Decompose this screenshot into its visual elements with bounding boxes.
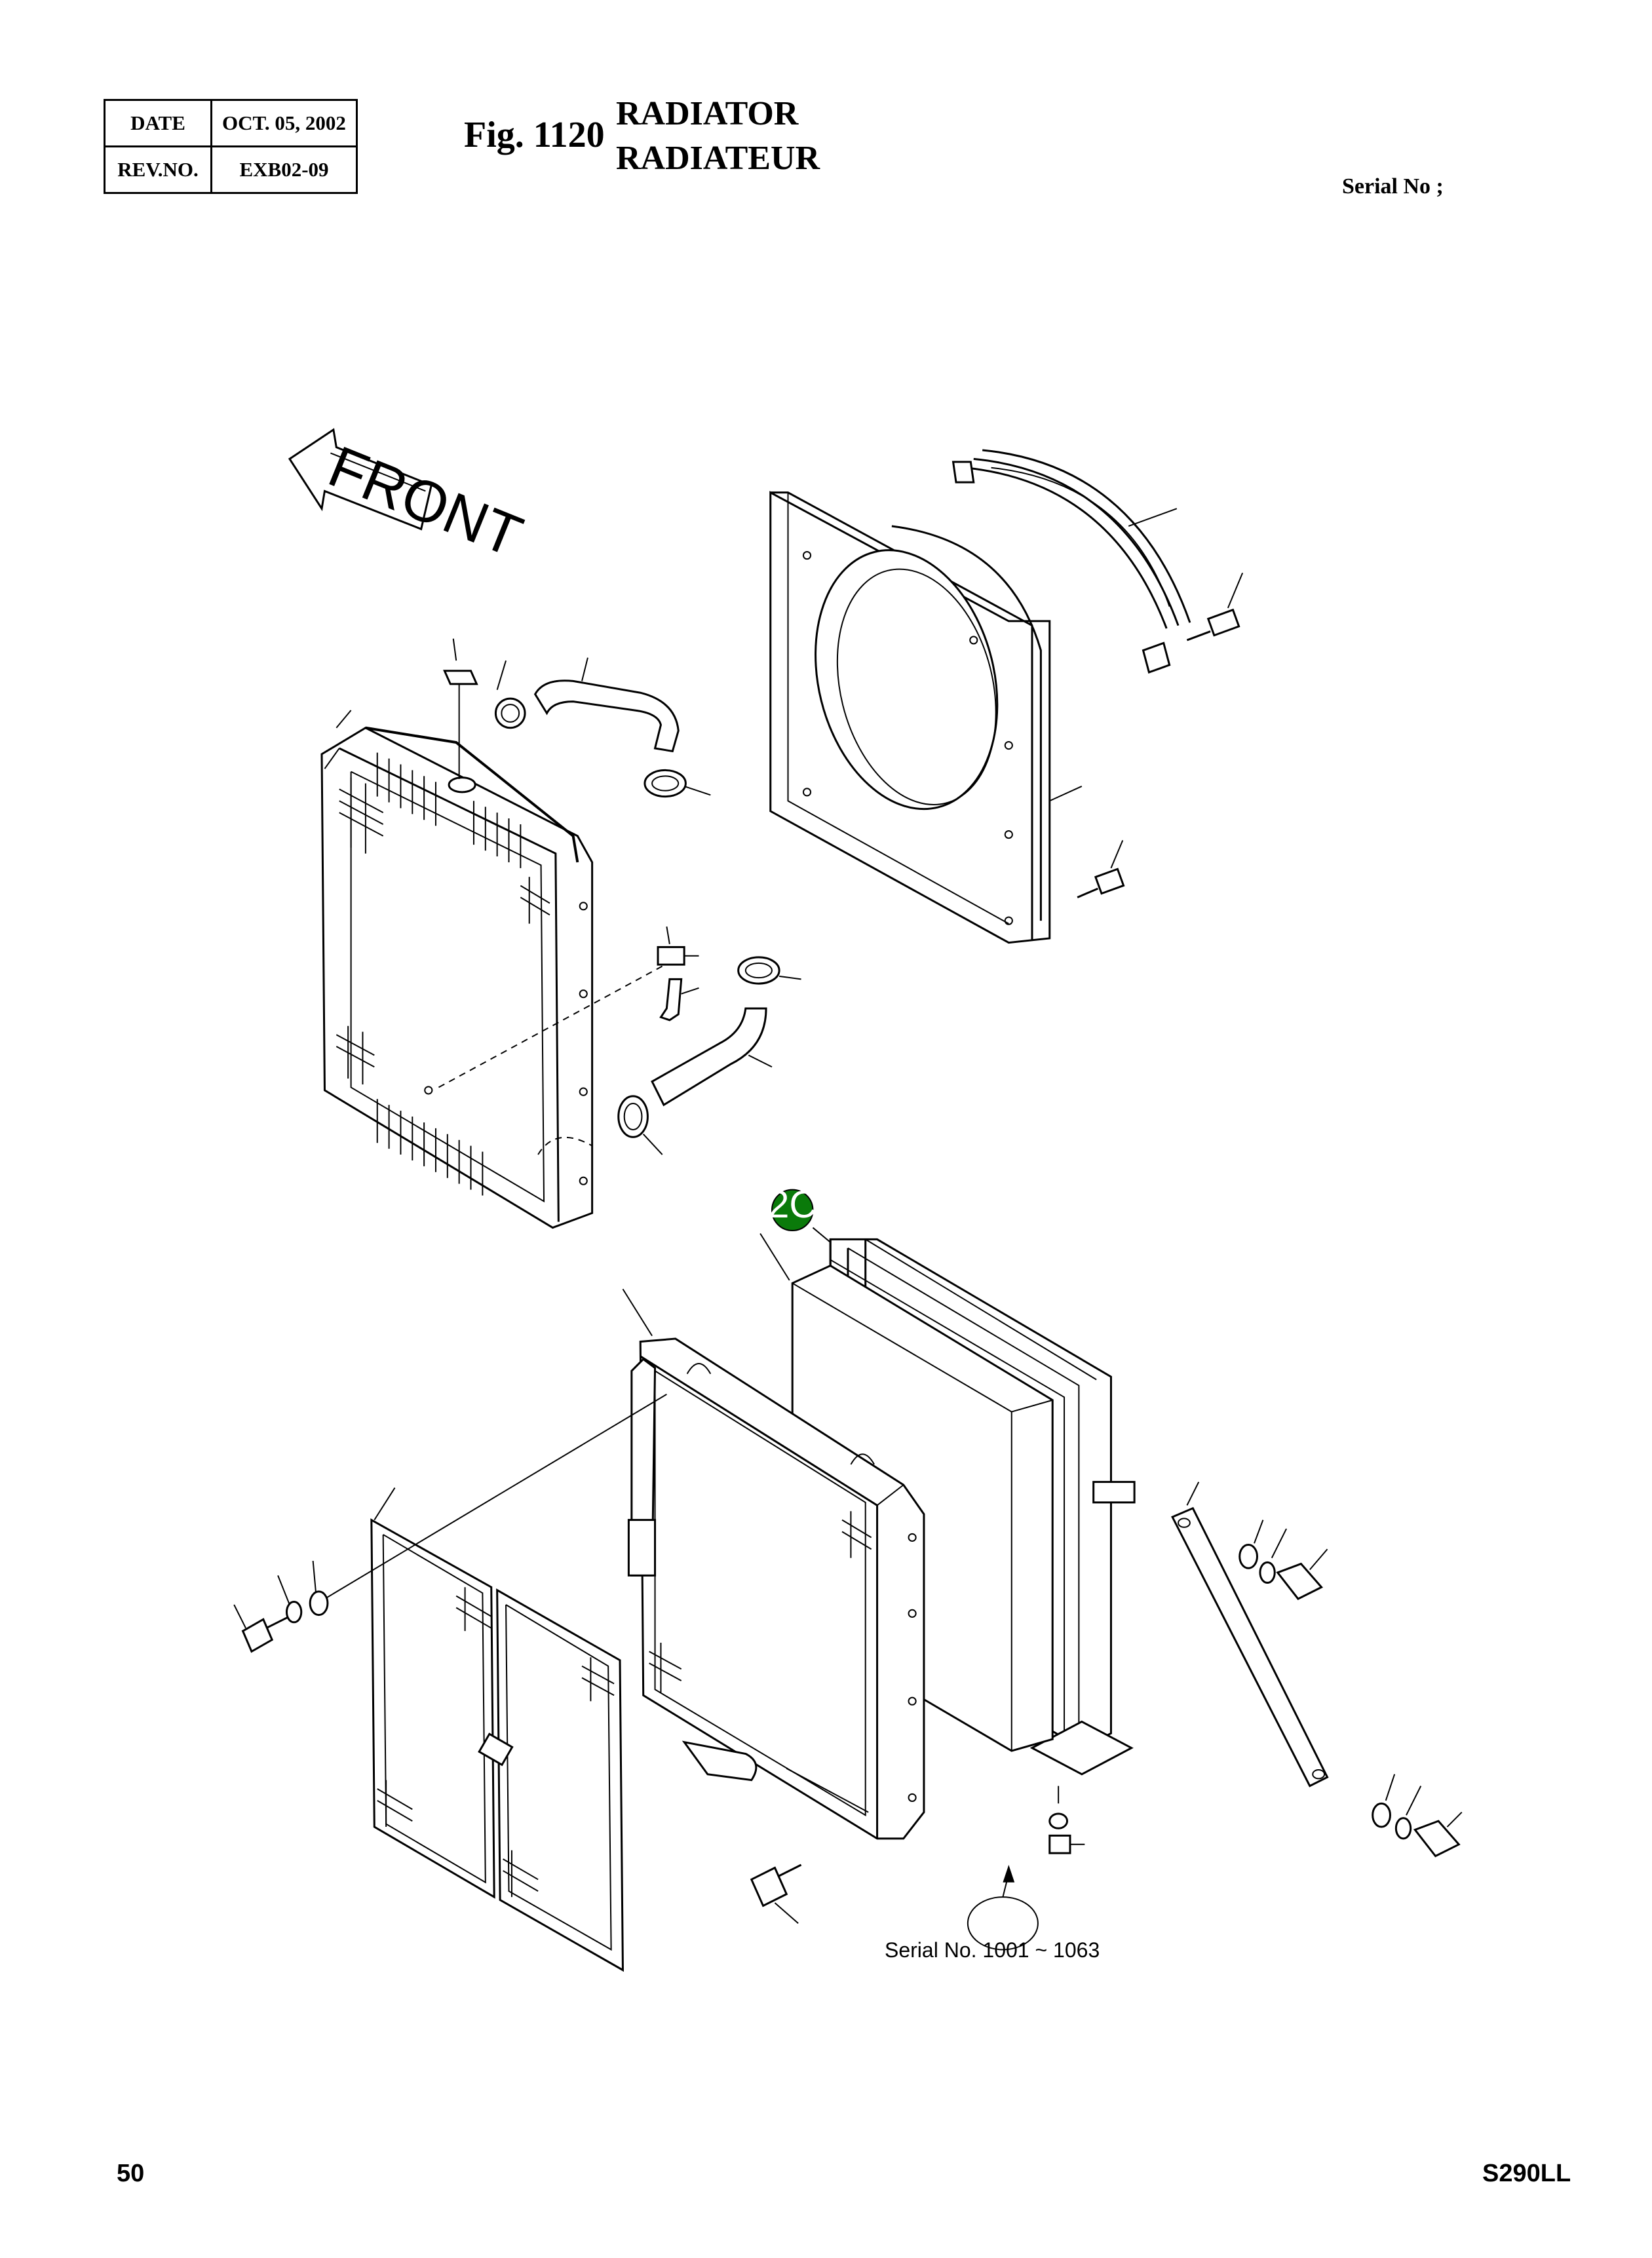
figure-title: RADIATOR RADIATEUR: [616, 92, 820, 181]
intercooler: [623, 1289, 923, 1839]
radiator-cap: [444, 639, 476, 779]
upper-hose-clamp-1: [495, 660, 525, 728]
upper-hose-clamp-2: [645, 770, 710, 796]
bolt-shroud: [1077, 840, 1123, 897]
fan-shroud: [771, 493, 1082, 943]
bolt-bottom-center: [1050, 1786, 1085, 1854]
bolt-set-right-upper: [1240, 1520, 1328, 1599]
callout-badge-text: 2C: [768, 1184, 816, 1226]
title-english: RADIATOR: [616, 95, 799, 132]
fan-guard-band: [953, 450, 1190, 672]
bolt-bottom-left: [752, 1865, 801, 1923]
front-label: FRONT: [320, 433, 531, 569]
drain-valve: [658, 927, 699, 965]
page-number: 50: [117, 2160, 145, 2187]
serial-number-header: Serial No ;: [1342, 174, 1444, 199]
lower-hose-clamp-2: [619, 1096, 663, 1155]
stay-rod: [1172, 1482, 1327, 1786]
upper-hose: [535, 658, 679, 752]
bolt-set-left: [234, 1561, 328, 1651]
rev-value: EXB02-09: [210, 145, 358, 194]
date-value: OCT. 05, 2002: [210, 99, 358, 147]
serial-range-label: Serial No. 1001 ~ 1063: [885, 1938, 1100, 1962]
radiator-core: [322, 710, 665, 1228]
rev-label: REV.NO.: [104, 145, 212, 194]
serial-range-marker: [968, 1865, 1038, 1949]
title-french: RADIATEUR: [616, 140, 820, 177]
small-hose: [661, 979, 699, 1020]
figure-number: Fig. 1120: [464, 115, 605, 155]
lower-hose: [652, 1008, 772, 1105]
model-name: S290LL: [1482, 2160, 1571, 2187]
bolt-set-right-lower: [1373, 1774, 1462, 1856]
callout-badge: 2C: [768, 1184, 839, 1250]
date-label: DATE: [104, 99, 212, 147]
lower-hose-clamp-1: [739, 957, 801, 984]
front-screen: [324, 1394, 666, 1970]
front-direction-arrow: FRONT: [290, 430, 531, 569]
revision-table: DATE OCT. 05, 2002 REV.NO. EXB02-09: [104, 99, 358, 194]
bolt-upper-right: [1187, 573, 1242, 640]
